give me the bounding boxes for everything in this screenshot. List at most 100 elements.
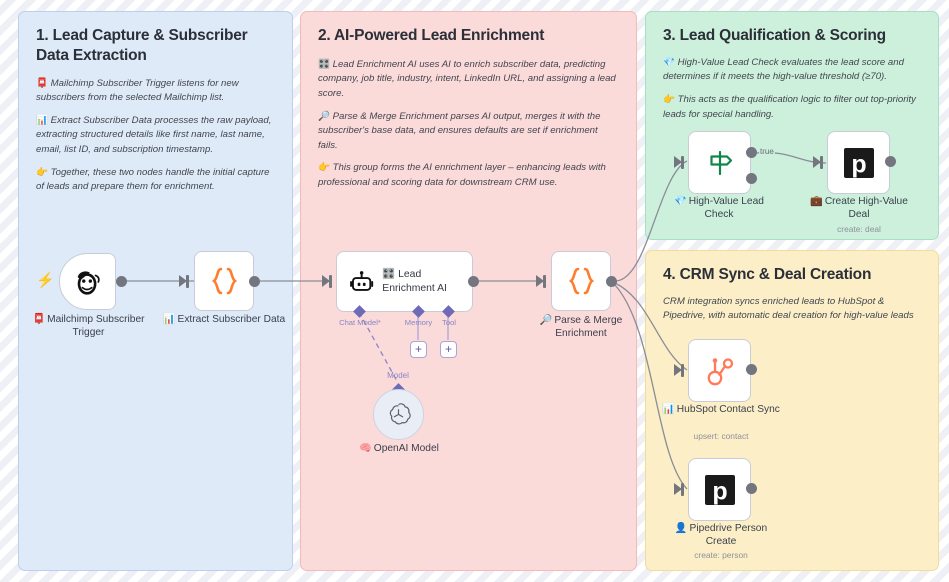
node-pipedrive-person-create[interactable]: p — [688, 458, 751, 521]
panel-2-paragraph-3: 👉 This group forms the AI enrichment lay… — [318, 161, 619, 190]
input-arrow-hubspot[interactable] — [674, 364, 682, 376]
mail-icon: 📮 — [36, 77, 48, 89]
brain-icon: 🧠 — [359, 443, 372, 454]
node-openai-model[interactable] — [373, 389, 424, 440]
node-create-high-value-deal[interactable]: p — [827, 131, 890, 194]
magnifier-icon: 🔎 — [318, 110, 330, 122]
node-inline-label-lead-enrichment-ai: 🎛️ Lead Enrichment AI — [382, 268, 447, 294]
chart-icon: 📊 — [162, 314, 176, 325]
panel-2-text-2: Parse & Merge Enrichment parses AI outpu… — [318, 110, 601, 151]
output-dot-parse[interactable] — [606, 276, 617, 287]
trigger-bolt-icon: ⚡ — [36, 272, 55, 289]
output-dot-extract[interactable] — [249, 276, 260, 287]
briefcase-icon: 💼 — [810, 196, 823, 207]
panel-3-text-1: High-Value Lead Check evaluates the lead… — [663, 56, 904, 83]
sticky-note-panel-3[interactable]: 3. Lead Qualification & Scoring 💎 High-V… — [645, 11, 939, 240]
panel-2-text-1: Lead Enrichment AI uses AI to enrich sub… — [318, 58, 616, 99]
output-dot-check-false[interactable] — [746, 173, 757, 184]
input-bar-pipedrive[interactable] — [681, 483, 684, 496]
input-arrow-extract[interactable] — [179, 275, 187, 287]
node-mailchimp-subscriber-trigger[interactable] — [59, 253, 116, 310]
add-memory-button[interactable]: + — [410, 341, 427, 358]
panel-3-text-2: This acts as the qualification logic to … — [663, 93, 916, 120]
panel-1-text-2: Extract Subscriber Data processes the ra… — [36, 114, 272, 155]
panel-2-paragraph-2: 🔎 Parse & Merge Enrichment parses AI out… — [318, 110, 619, 154]
panel-1-paragraph-1: 📮 Mailchimp Subscriber Trigger listens f… — [36, 77, 275, 106]
panel-1-paragraph-2: 📊 Extract Subscriber Data processes the … — [36, 114, 275, 158]
pointing-finger-icon: 👉 — [36, 166, 48, 178]
diamond-gem-icon: 💎 — [674, 196, 687, 207]
node-label-mailchimp-subscriber-trigger: 📮Mailchimp Subscriber Trigger — [32, 314, 145, 338]
pointing-finger-icon: 👉 — [663, 93, 675, 105]
edge-parse-to-check — [614, 160, 688, 282]
panel-4-paragraph-1: CRM integration syncs enriched leads to … — [663, 295, 914, 322]
connector-label-memory: Memory — [404, 318, 433, 327]
input-arrow-deal[interactable] — [813, 156, 821, 168]
pointing-finger-icon: 👉 — [318, 162, 330, 174]
output-dot-ai[interactable] — [468, 276, 479, 287]
robot-icon — [350, 270, 374, 291]
connector-label-chat-model: Chat Model* — [339, 318, 381, 327]
panel-2-paragraph-1: 🎛️ Lead Enrichment AI uses AI to enrich … — [318, 58, 619, 102]
input-arrow-check[interactable] — [674, 156, 682, 168]
node-lead-enrichment-ai[interactable]: 🎛️ Lead Enrichment AI — [336, 251, 473, 312]
panel-3-paragraph-1: 💎 High-Value Lead Check evaluates the le… — [663, 56, 921, 85]
output-dot-check-true[interactable] — [746, 147, 757, 158]
panel-3-paragraph-2: 👉 This acts as the qualification logic t… — [663, 93, 921, 122]
edge-label-true: true — [759, 147, 775, 156]
code-braces-icon — [568, 267, 595, 295]
panel-2-text-3: This group forms the AI enrichment layer… — [318, 162, 606, 188]
add-tool-button[interactable]: + — [440, 341, 457, 358]
node-label-create-high-value-deal: 💼Create High-Value Deal — [810, 196, 908, 220]
node-extract-subscriber-data[interactable] — [194, 251, 254, 311]
magnifier-icon: 🔎 — [539, 315, 553, 326]
node-label-hubspot-contact-sync: 📊HubSpot Contact Sync — [662, 404, 780, 415]
input-arrow-ai[interactable] — [322, 275, 330, 287]
hubspot-icon — [707, 357, 733, 385]
pipedrive-icon: p — [843, 147, 874, 178]
output-dot-deal[interactable] — [885, 156, 896, 167]
node-label-high-value-lead-check: 💎High-Value Lead Check — [674, 196, 764, 220]
panel-2-title: 2. AI-Powered Lead Enrichment — [318, 27, 545, 44]
node-label-extract-subscriber-data: 📊Extract Subscriber Data — [162, 314, 286, 325]
output-dot-hubspot[interactable] — [746, 364, 757, 375]
input-bar-parse[interactable] — [543, 275, 546, 288]
node-subtitle-hubspot-contact-sync: upsert: contact — [693, 431, 749, 441]
output-dot-mailchimp[interactable] — [116, 276, 127, 287]
code-braces-icon — [211, 267, 238, 295]
input-arrow-parse[interactable] — [536, 275, 544, 287]
input-arrow-pipedrive[interactable] — [674, 483, 682, 495]
openai-icon — [389, 403, 411, 425]
chart-icon: 📊 — [36, 114, 48, 126]
edge-parse-to-hubspot — [614, 282, 688, 371]
node-label-pipedrive-person-create: 👤Pipedrive Person Create — [674, 523, 768, 547]
edge-parse-to-pipedrive — [614, 284, 688, 490]
output-dot-pipedrive[interactable] — [746, 483, 757, 494]
svg-text:p: p — [712, 477, 727, 505]
panel-1-text-3: Together, these two nodes handle the ini… — [36, 166, 270, 193]
node-subtitle-create-high-value-deal: create: deal — [837, 224, 881, 234]
connector-label-model: Model — [387, 371, 409, 380]
mail-icon: 📮 — [32, 314, 46, 325]
diamond-gem-icon: 💎 — [663, 56, 675, 68]
person-icon: 👤 — [674, 523, 688, 534]
node-hubspot-contact-sync[interactable] — [688, 339, 751, 402]
input-bar-check[interactable] — [681, 156, 684, 169]
pipedrive-icon: p — [704, 474, 735, 505]
panel-1-text-1: Mailchimp Subscriber Trigger listens for… — [36, 77, 239, 104]
panel-4-title: 4. CRM Sync & Deal Creation — [663, 266, 872, 283]
node-parse-merge-enrichment[interactable] — [551, 251, 611, 311]
edge-chat-model-dashed — [358, 311, 399, 384]
svg-text:p: p — [851, 150, 866, 178]
input-bar-hubspot[interactable] — [681, 364, 684, 377]
node-high-value-lead-check[interactable] — [688, 131, 751, 194]
control-panel-icon: 🎛️ — [382, 268, 396, 280]
node-label-parse-merge-enrichment: 🔎Parse & Merge Enrichment — [539, 315, 623, 339]
input-bar-extract[interactable] — [186, 275, 189, 288]
connector-label-tool: Tool — [442, 318, 456, 327]
control-panel-icon: 🎛️ — [318, 58, 330, 70]
input-bar-ai[interactable] — [329, 275, 332, 288]
input-bar-deal[interactable] — [820, 156, 823, 169]
node-label-openai-model: 🧠OpenAI Model — [359, 443, 439, 454]
